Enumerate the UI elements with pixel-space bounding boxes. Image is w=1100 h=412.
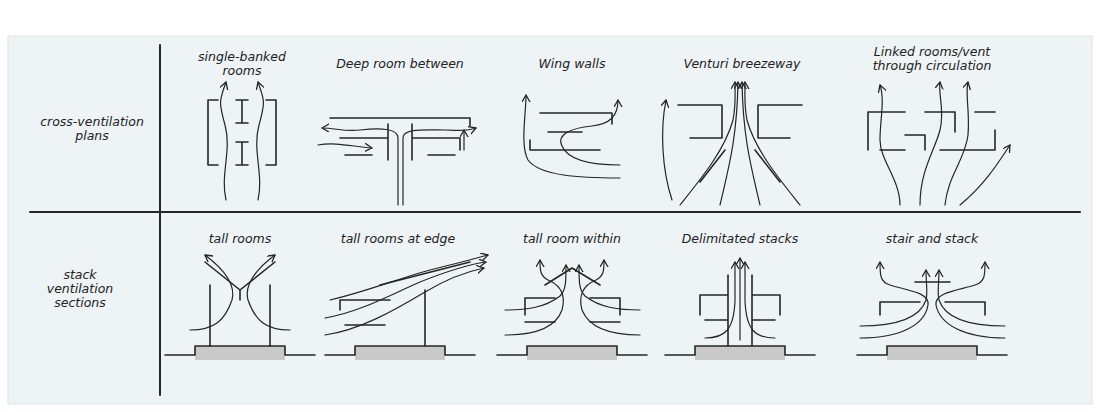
tall-room-within-section <box>581 260 640 335</box>
linked-rooms-plan <box>945 82 968 205</box>
grid-divider <box>159 45 161 395</box>
venturi-plan <box>663 100 672 200</box>
tall-room-within-section <box>497 346 647 355</box>
tall-room-within-section <box>497 260 647 360</box>
sketch-label: Venturi breezeway <box>652 57 832 71</box>
delimitated-stacks-section <box>665 258 815 360</box>
row-label: cross-ventilation plans <box>30 115 155 143</box>
wing-walls-plan <box>530 113 612 150</box>
tall-rooms-edge-section <box>325 255 488 360</box>
stair-and-stack-section <box>887 346 977 360</box>
tall-rooms-section <box>165 255 315 360</box>
venturi-plan <box>680 82 735 205</box>
linked-rooms-plan <box>880 85 900 205</box>
deep-room-plan <box>318 118 476 205</box>
tall-rooms-edge-section <box>325 346 475 355</box>
tall-rooms-edge-section <box>355 346 445 360</box>
sketch-label: stair and stack <box>847 232 1017 246</box>
tall-rooms-edge-section <box>325 262 486 318</box>
sketch-label: Delimitated stacks <box>655 232 825 246</box>
single-banked-plan <box>257 82 264 200</box>
stair-and-stack-section <box>938 270 1005 326</box>
stair-and-stack-section <box>857 262 1007 360</box>
sketch-label: single-banked rooms <box>195 50 290 78</box>
panel-background <box>8 36 1092 404</box>
delimitated-stacks-section <box>739 258 740 340</box>
stair-and-stack-section <box>857 346 1007 355</box>
stair-and-stack-section <box>860 262 928 338</box>
tall-rooms-section <box>247 255 290 330</box>
tall-rooms-section <box>165 346 315 355</box>
sketch-label: Wing walls <box>497 57 647 71</box>
row-label: stack ventilation sections <box>33 268 128 310</box>
tall-room-within-section <box>505 260 563 335</box>
single-banked-plan <box>221 82 228 200</box>
delimitated-stacks-section <box>745 262 775 338</box>
delimitated-stacks-section <box>695 346 785 360</box>
venturi-plan <box>663 82 802 205</box>
venturi-plan <box>678 105 802 182</box>
tall-rooms-edge-section <box>330 255 488 300</box>
venturi-plan <box>745 82 800 205</box>
stair-and-stack-section <box>860 270 927 326</box>
wing-walls-plan <box>561 100 620 165</box>
delimitated-stacks-section <box>665 346 815 355</box>
tall-room-within-section <box>505 265 566 310</box>
stair-and-stack-section <box>936 262 1005 338</box>
wing-walls-plan <box>524 95 620 178</box>
tall-room-within-section <box>525 268 620 322</box>
wing-walls-plan <box>524 95 620 178</box>
tall-rooms-section <box>205 262 275 346</box>
linked-rooms-plan <box>868 112 995 150</box>
tall-rooms-section <box>195 346 285 360</box>
sketch-label: Deep room between <box>310 57 490 71</box>
tall-room-within-section <box>527 346 617 360</box>
linked-rooms-plan <box>960 145 1010 205</box>
sketch-label: tall room within <box>487 232 657 246</box>
sketch-label: tall rooms <box>165 232 315 246</box>
deep-room-plan <box>330 118 470 160</box>
single-banked-plan <box>236 100 248 165</box>
grid-divider <box>30 211 1080 213</box>
deep-room-plan <box>463 130 464 150</box>
delimitated-stacks-section <box>705 262 735 338</box>
single-banked-plan <box>208 82 276 200</box>
grid-divider <box>30 45 1080 395</box>
sketch-label: Linked rooms/vent through circulation <box>857 45 1007 73</box>
venturi-plan <box>720 82 738 205</box>
tall-room-within-section <box>579 265 640 310</box>
linked-rooms-plan <box>868 82 1010 205</box>
linked-rooms-plan <box>920 82 942 205</box>
deep-room-plan <box>322 128 398 205</box>
deep-room-plan <box>403 128 476 205</box>
tall-rooms-section <box>190 255 233 330</box>
single-banked-plan <box>208 100 276 165</box>
sketch-label: tall rooms at edge <box>313 232 483 246</box>
deep-room-plan <box>318 144 372 148</box>
